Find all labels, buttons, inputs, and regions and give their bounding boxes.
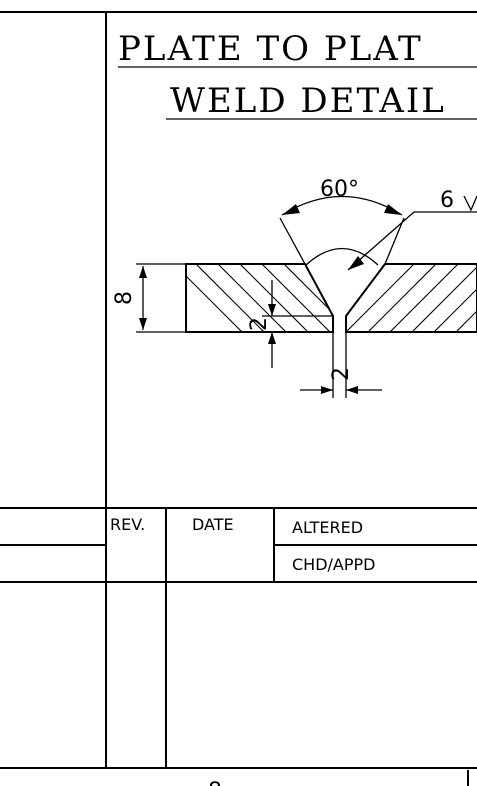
- plate-thickness-dimension: 8: [112, 263, 186, 333]
- root-face-arrow-top: [268, 304, 276, 316]
- chd-appd-label: CHD/APPD: [292, 555, 375, 574]
- angle-arrow-left: [282, 204, 300, 215]
- groove-angle-dimension: 60°: [279, 177, 405, 265]
- title-line-1: PLATE TO PLAT: [118, 29, 423, 69]
- root-face-dimension: 2: [247, 280, 333, 368]
- date-column-header: DATE: [192, 515, 234, 534]
- angle-extension-left: [279, 217, 306, 265]
- right-plate: [345, 263, 477, 333]
- weld-leader-arrow: [348, 256, 364, 270]
- root-gap-arrow-left: [321, 386, 333, 394]
- weld-v-symbol: [463, 195, 477, 212]
- plate-thickness-label: 8: [112, 291, 137, 305]
- revision-table: REV. DATE ALTERED CHD/APPD: [0, 507, 477, 768]
- root-face-arrow-bottom: [268, 332, 276, 344]
- weld-contour-arc: [305, 247, 379, 266]
- footer-partial-number: 8: [208, 779, 222, 786]
- thickness-arrow-top: [139, 266, 147, 278]
- rev-column-header: REV.: [110, 515, 145, 534]
- angle-arrow-right: [384, 204, 402, 215]
- left-plate-outline: [185, 263, 334, 333]
- root-gap-arrow-right: [346, 386, 358, 394]
- root-gap-dimension: 2: [300, 367, 382, 394]
- left-plate: [185, 263, 334, 333]
- drawing-frame: [0, 11, 477, 786]
- root-gap-label: 2: [329, 367, 354, 381]
- weld-symbol: 6: [305, 188, 477, 271]
- right-plate-hatching: [346, 264, 477, 332]
- groove-angle-label: 60°: [320, 177, 359, 202]
- thickness-arrow-bottom: [139, 318, 147, 330]
- root-face-label: 2: [247, 317, 272, 331]
- altered-column-header: ALTERED: [292, 518, 363, 537]
- drawing-title: PLATE TO PLAT WELD DETAIL: [118, 29, 477, 121]
- title-line-2: WELD DETAIL: [170, 81, 446, 121]
- angle-extension-right: [384, 217, 405, 265]
- weld-size-label: 6: [440, 188, 454, 213]
- right-plate-outline: [345, 263, 477, 333]
